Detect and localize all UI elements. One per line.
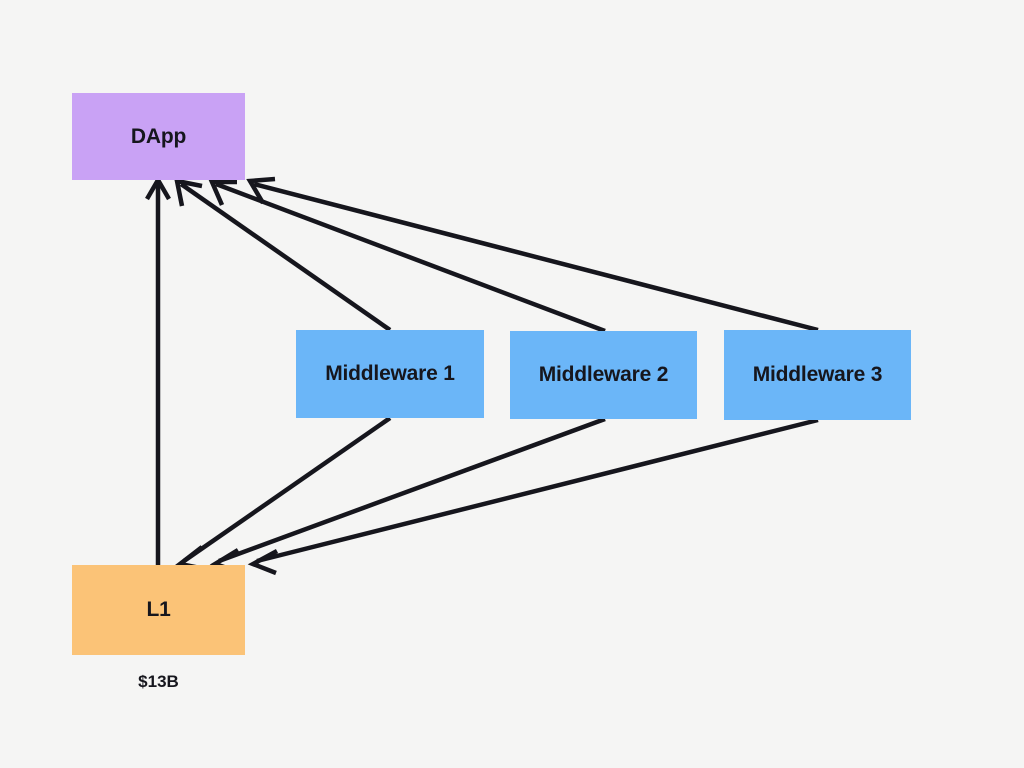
node-l1-label: L1 [146,598,171,621]
node-middleware-2[interactable]: Middleware 2 [510,331,697,419]
l1-value-caption: $13B [138,672,179,691]
node-middleware-1-label: Middleware 1 [325,362,455,385]
node-middleware-3-label: Middleware 3 [752,363,883,386]
node-middleware-2-label: Middleware 2 [538,363,669,386]
edge-mw1-to-l1 [174,416,392,572]
node-middleware-1[interactable]: Middleware 1 [296,330,484,418]
node-dapp[interactable]: DApp [72,93,245,180]
edge-l1-to-dapp [145,175,171,565]
edge-mw2-to-dapp [208,179,606,334]
edge-mw3-to-l1 [247,417,819,576]
node-dapp-label: DApp [130,124,187,148]
edge-mw2-to-l1 [209,416,606,575]
node-middleware-3[interactable]: Middleware 3 [724,330,911,420]
node-l1[interactable]: L1 [72,565,245,655]
edge-mw3-to-dapp [246,176,819,333]
edge-mw1-to-dapp [174,178,392,332]
